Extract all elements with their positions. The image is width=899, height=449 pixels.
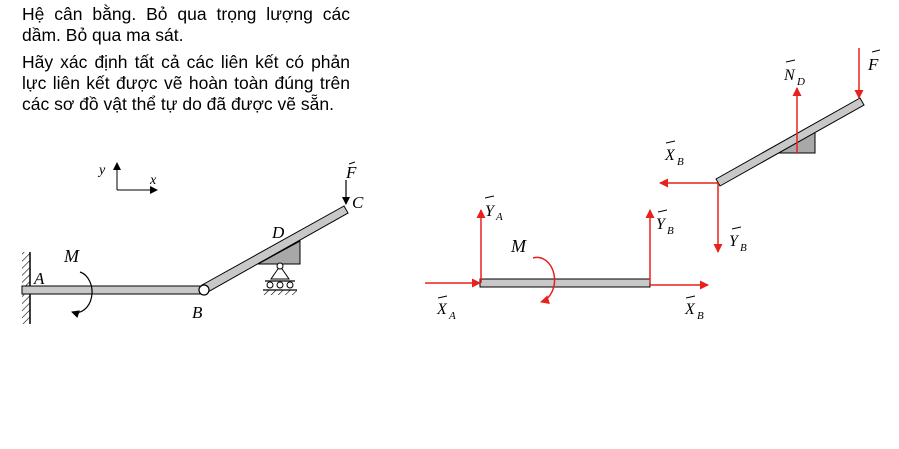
vector-bar-icon bbox=[484, 195, 495, 199]
point-c-label: C bbox=[352, 193, 364, 212]
vector-bar-icon bbox=[785, 59, 796, 63]
fbd-beam-ab-body bbox=[479, 278, 651, 288]
point-a-label: A bbox=[33, 269, 45, 288]
roller-support-icon bbox=[257, 240, 301, 295]
fbd-beam-bc-body bbox=[715, 97, 865, 187]
problem-statement: Hệ cân bằng. Bỏ qua trọng lượng các dầm.… bbox=[22, 4, 350, 121]
force-f-label: F bbox=[345, 163, 357, 182]
vector-bar-icon bbox=[437, 295, 448, 299]
vector-bar-icon bbox=[685, 295, 696, 299]
fbd-beam-ab: Y A X A M Y B X B bbox=[425, 195, 709, 322]
problem-line-2: Hãy xác định tất cả các liên kết có phản… bbox=[22, 52, 350, 114]
moment-m-fbd-label: M bbox=[510, 236, 527, 256]
vector-bar-icon bbox=[731, 226, 742, 230]
problem-line-1: Hệ cân bằng. Bỏ qua trọng lượng các dầm.… bbox=[22, 4, 350, 45]
reaction-yb-down-label: Y bbox=[729, 233, 740, 250]
vector-bar-icon bbox=[871, 49, 881, 53]
vector-bar-icon bbox=[348, 161, 356, 165]
axes-icon bbox=[113, 162, 158, 194]
axis-x-label: x bbox=[149, 173, 157, 188]
reaction-xa-sub: A bbox=[448, 310, 456, 322]
system-diagram: y x F M A bbox=[21, 161, 364, 324]
axis-y-label: y bbox=[97, 163, 106, 178]
beam-bc bbox=[201, 205, 349, 294]
moment-m-arrow bbox=[71, 271, 93, 318]
reaction-xb-left-sub: B bbox=[677, 156, 684, 168]
point-b-label: B bbox=[192, 303, 203, 322]
reaction-yb-right-sub: B bbox=[667, 225, 674, 237]
reaction-yb-right-label: Y bbox=[656, 216, 667, 233]
reaction-xa-label: X bbox=[436, 301, 448, 318]
point-d-label: D bbox=[271, 223, 285, 242]
force-f-fbd-label: F bbox=[867, 55, 879, 74]
reaction-xb-right-sub: B bbox=[697, 310, 704, 322]
moment-m-label: M bbox=[63, 246, 80, 266]
reaction-nd-label: N bbox=[783, 67, 796, 84]
beam-ab bbox=[21, 285, 205, 295]
reaction-xb-right-label: X bbox=[684, 301, 696, 318]
moment-m-fbd-arrow bbox=[532, 256, 556, 304]
reaction-nd-sub: D bbox=[796, 76, 805, 88]
vector-bar-icon bbox=[665, 140, 676, 144]
fbd-beam-bc: F N D X B Y B bbox=[659, 48, 881, 254]
reaction-ya-sub: A bbox=[495, 211, 503, 223]
vector-bar-icon bbox=[657, 209, 668, 213]
reaction-xb-left-label: X bbox=[664, 147, 676, 164]
reaction-yb-down-sub: B bbox=[740, 242, 747, 254]
reaction-ya-label: Y bbox=[485, 203, 496, 220]
hinge-b-icon bbox=[198, 284, 210, 296]
